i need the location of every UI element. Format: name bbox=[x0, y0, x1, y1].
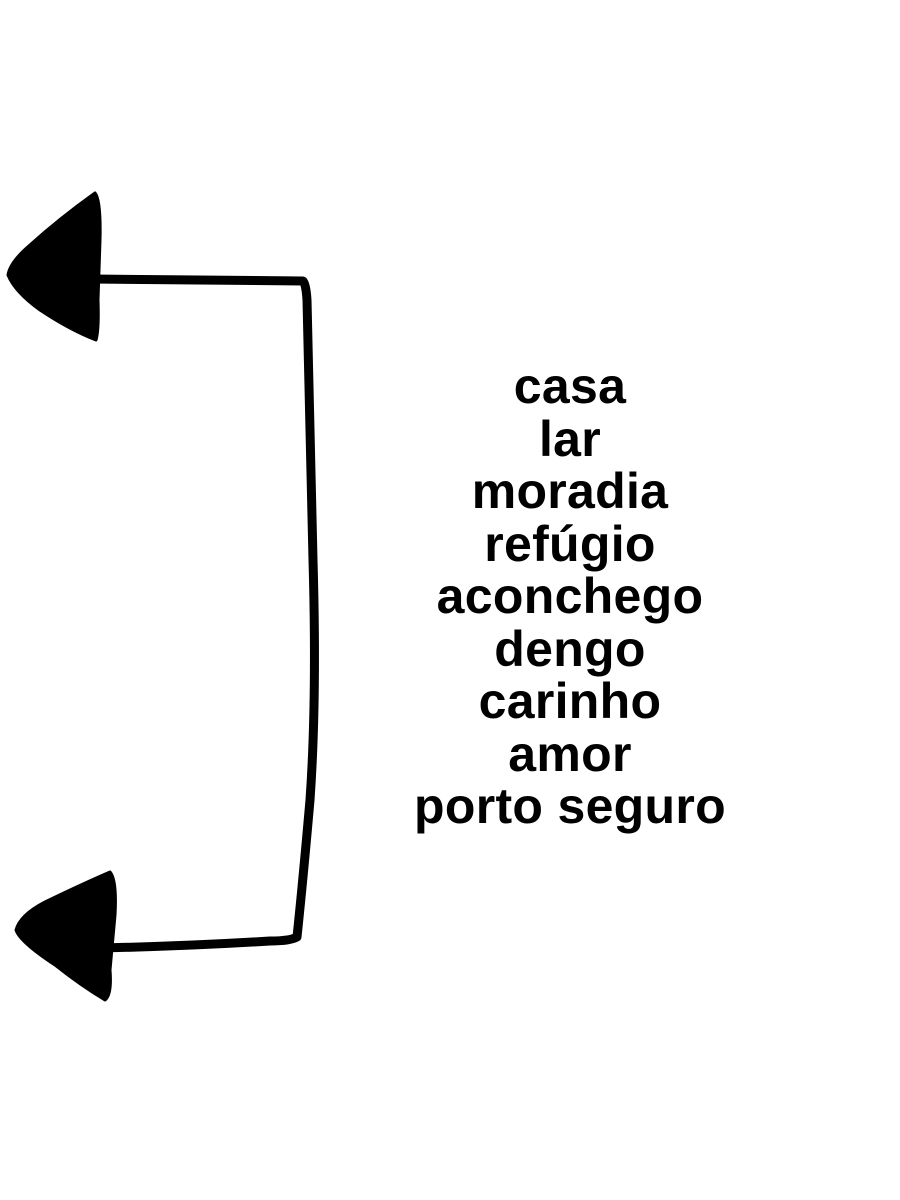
word-item: moradia bbox=[471, 463, 669, 519]
word-item: refúgio bbox=[484, 515, 656, 572]
word-item: casa bbox=[513, 358, 627, 414]
word-item: dengo bbox=[494, 620, 646, 677]
bracket-line bbox=[87, 274, 319, 953]
word-item: aconchego bbox=[436, 568, 704, 624]
arrow-left-icon bbox=[6, 191, 102, 342]
arrow-left-icon bbox=[14, 870, 117, 1002]
word-list: casa lar moradia refúgio aconchego dengo… bbox=[375, 360, 765, 833]
word-item: amor bbox=[508, 725, 632, 782]
word-item: lar bbox=[538, 410, 602, 467]
word-item: porto seguro bbox=[414, 778, 726, 834]
word-item: carinho bbox=[478, 673, 662, 729]
